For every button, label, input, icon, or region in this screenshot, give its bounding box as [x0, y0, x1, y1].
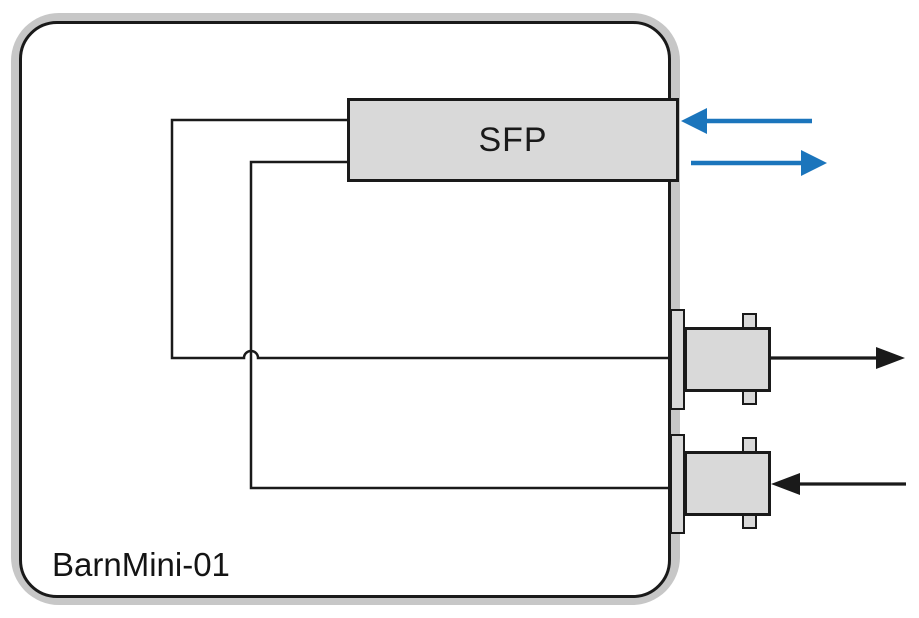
wire-sfp-to-bnc-in [249, 160, 672, 490]
bnc-top-flange [670, 309, 685, 410]
bnc-top-body [684, 327, 771, 392]
fiber-out-arrow [691, 150, 827, 176]
sfp-module-box: SFP [347, 98, 679, 182]
sfp-label: SFP [478, 120, 548, 159]
wire-sfp-to-bnc-out [170, 118, 672, 360]
fiber-out-arrow-head [801, 150, 827, 176]
bnc-out-arrow [770, 347, 905, 369]
bnc-in-arrow [771, 473, 906, 495]
fiber-in-arrow-head [681, 108, 707, 134]
fiber-in-arrow [681, 108, 812, 134]
bnc-bottom-flange [670, 434, 685, 534]
bnc-bottom-body [684, 451, 771, 516]
bnc-in-arrow-head [771, 473, 800, 495]
bnc-out-arrow-head [876, 347, 905, 369]
device-name-label: BarnMini-01 [52, 546, 230, 583]
